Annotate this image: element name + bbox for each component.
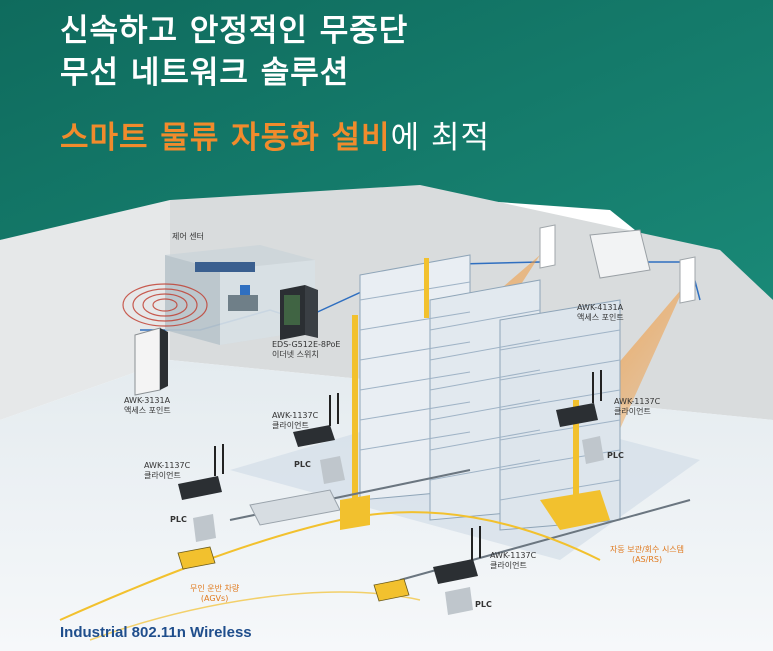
subheadline-highlight: 스마트 물류 자동화 설비: [60, 120, 391, 156]
awk-4131a-model: AWK-4131A: [577, 303, 624, 312]
client-a-role: 클라이언트: [272, 421, 309, 430]
label-client-d: AWK-1137C 클라이언트: [490, 551, 536, 571]
agv-vehicle-b: [373, 578, 410, 602]
agv-line-2: (AGVs): [200, 594, 229, 603]
label-eds-switch: EDS-G512E-8PoE 이더넷 스위치: [272, 340, 340, 360]
conveyor-lift: [340, 495, 370, 530]
client-device-a: [293, 393, 345, 484]
awk-3131a-role: 액세스 포인트: [124, 406, 171, 415]
label-agv: 무인 운반 차량 (AGVs): [190, 584, 239, 604]
asrs-line-1: 자동 보관/회수 시스템: [610, 545, 685, 554]
label-client-b: AWK-1137C 클라이언트: [144, 461, 190, 481]
client-d-model: AWK-1137C: [490, 551, 537, 560]
left-wall: [0, 200, 170, 420]
label-awk-3131a: AWK-3131A 액세스 포인트: [124, 396, 171, 416]
headline-line-2: 무선 네트워크 솔루션: [60, 55, 350, 91]
client-c-role: 클라이언트: [614, 407, 651, 416]
subheadline: 스마트 물류 자동화 설비에 최적: [60, 118, 490, 158]
client-c-model: AWK-1137C: [614, 397, 661, 406]
client-device-c: [556, 370, 604, 464]
eds-role: 이더넷 스위치: [272, 350, 319, 359]
awk-3131a-device: [134, 327, 168, 396]
footer-caption: Industrial 802.11n Wireless: [60, 624, 252, 641]
agv-line-1: 무인 운반 차량: [190, 584, 240, 593]
wifi-signal-rings: [122, 283, 208, 327]
teal-background: [0, 0, 773, 330]
eds-switch-device: [280, 285, 318, 340]
client-b-model: AWK-1137C: [144, 461, 191, 470]
headline: 신속하고 안정적인 무중단 무선 네트워크 솔루션: [60, 10, 408, 94]
asrs-line-2: (AS/RS): [631, 555, 663, 564]
label-client-c: AWK-1137C 클라이언트: [614, 397, 660, 417]
client-d-role: 클라이언트: [490, 561, 527, 570]
client-a-model: AWK-1137C: [272, 411, 319, 420]
label-asrs: 자동 보관/회수 시스템 (AS/RS): [610, 545, 684, 565]
label-control-center: 제어 센터: [172, 232, 204, 242]
plc-label-a: PLC: [294, 460, 311, 469]
control-center-text: 제어 센터: [172, 232, 204, 241]
plc-label-b: PLC: [170, 515, 187, 524]
agv-vehicle-a: [177, 546, 216, 570]
subheadline-rest: 에 최적: [390, 120, 490, 156]
headline-line-1: 신속하고 안정적인 무중단: [60, 13, 409, 49]
client-b-role: 클라이언트: [144, 471, 181, 480]
stacker-crane-posts: [352, 258, 579, 520]
label-awk-4131a: AWK-4131A 액세스 포인트: [577, 303, 624, 323]
client-device-d: [433, 526, 481, 615]
client-device-b: [178, 444, 224, 542]
awk-3131a-model: AWK-3131A: [124, 396, 171, 405]
awk-4131a-role: 액세스 포인트: [577, 313, 624, 322]
plc-label-c: PLC: [607, 451, 624, 460]
asrs-shuttle: [540, 490, 610, 530]
plc-label-d: PLC: [475, 600, 492, 609]
awk-4131a-device: [539, 224, 696, 304]
agv-path: [59, 511, 601, 621]
eds-model: EDS-G512E-8PoE: [272, 340, 341, 349]
control-center-room: [165, 245, 315, 345]
label-client-a: AWK-1137C 클라이언트: [272, 411, 318, 431]
